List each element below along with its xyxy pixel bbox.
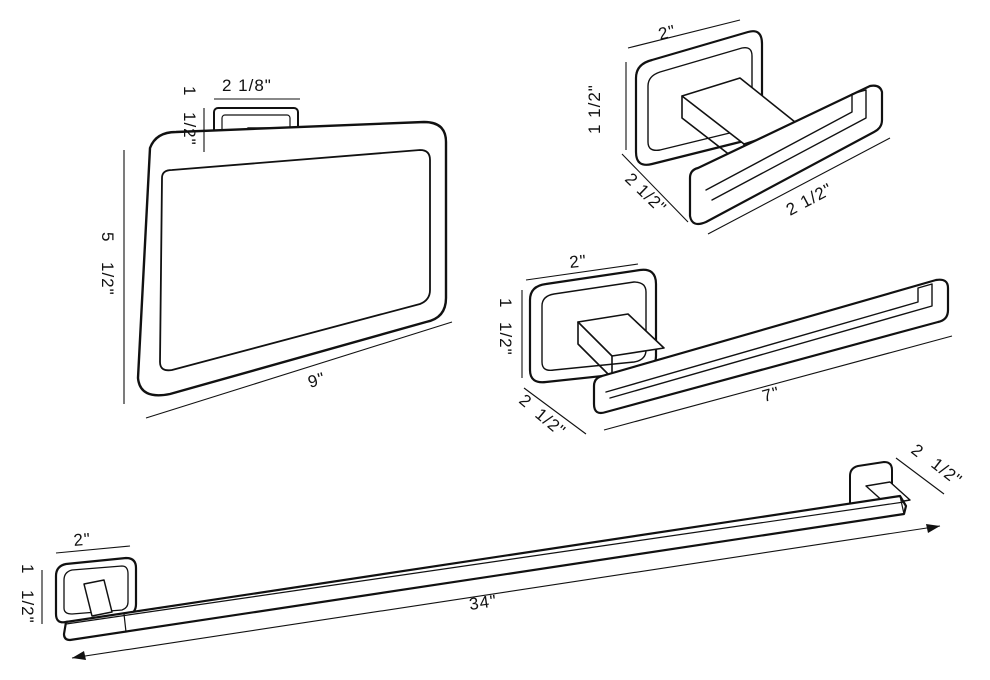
towel-bar-rod-joint-right [899, 495, 905, 515]
paper-holder-bar [592, 278, 950, 415]
towel-ring-base-height-label-b: 1/2" [180, 112, 199, 146]
robe-hook-bar [688, 84, 884, 226]
towel-ring-base-height-label-a: 1 [180, 86, 199, 96]
paper-holder-base-width-line [525, 263, 639, 281]
robe-hook-base-width-label: 2" [656, 21, 678, 44]
paper-holder-depth-line [523, 387, 587, 435]
towel-ring-height-label-a: 5 [98, 232, 117, 242]
towel-ring-width-line [145, 321, 453, 419]
towel-bar-length-arrow-right [926, 524, 940, 533]
paper-holder-depth-label-b: 1/2" [531, 405, 569, 441]
robe-hook-drawing: 2" 1 1/2" 2 1/2" 2 1/2" [585, 19, 891, 235]
robe-hook-base-height-label: 1 1/2" [585, 84, 604, 134]
towel-bar-depth-label-b: 1/2" [928, 454, 966, 490]
paper-holder-drawing: 2" 1 1/2" 2 1/2" 7" [496, 251, 953, 441]
robe-hook-bar-lip [705, 89, 867, 201]
paper-holder-base-width-label: 2" [568, 251, 587, 272]
towel-bar-left-base-inner [63, 565, 129, 615]
towel-bar-depth-label-a: 2 [908, 440, 928, 461]
paper-holder-depth-label-a: 2 [515, 391, 535, 412]
towel-bar-length-label: 34" [468, 591, 498, 614]
towel-ring-base-width-label: 2 1/8" [222, 76, 272, 95]
robe-hook-length-line [707, 137, 891, 235]
towel-bar-depth-line [895, 457, 945, 495]
towel-bar-drawing: 2" 1 1/2" 2 1/2" 34" [18, 440, 966, 660]
towel-bar-base-height-label-a: 1 [18, 564, 37, 574]
towel-ring-inner [159, 149, 431, 372]
paper-holder-length-line [603, 335, 953, 431]
towel-bar-rod [62, 494, 908, 642]
robe-hook-base-width-line [627, 19, 741, 49]
towel-bar-base-height-label-b: 1/2" [18, 590, 37, 624]
towel-bar-base-width-line [55, 545, 131, 554]
robe-hook-depth-label: 2 1/2" [621, 169, 670, 217]
towel-bar-base-width-label: 2" [73, 530, 92, 550]
towel-ring-height-label-b: 1/2" [98, 262, 117, 296]
paper-holder-length-label: 7" [760, 383, 782, 406]
paper-holder-base-height-label-b: 1/2" [496, 322, 515, 356]
towel-bar-rod-edge [65, 501, 905, 625]
paper-holder-bar-lip [605, 283, 933, 399]
towel-bar-length-line [71, 525, 941, 659]
towel-ring-drawing: 2 1/8" 1 1/2" 5 1/2" 9" [98, 76, 453, 419]
paper-holder-arm-side [577, 321, 613, 379]
robe-hook-depth-line [621, 153, 689, 223]
robe-hook-length-label: 2 1/2" [783, 179, 836, 219]
towel-ring-width-label: 9" [306, 369, 328, 392]
paper-holder-base-height-label-a: 1 [496, 298, 515, 308]
towel-bar-left-arm [83, 579, 113, 617]
towel-bar-rod-joint-left [123, 613, 127, 633]
paper-holder-arm-top [577, 313, 665, 357]
towel-bar-length-arrow-left [72, 651, 86, 660]
towel-ring-outer [136, 120, 448, 397]
